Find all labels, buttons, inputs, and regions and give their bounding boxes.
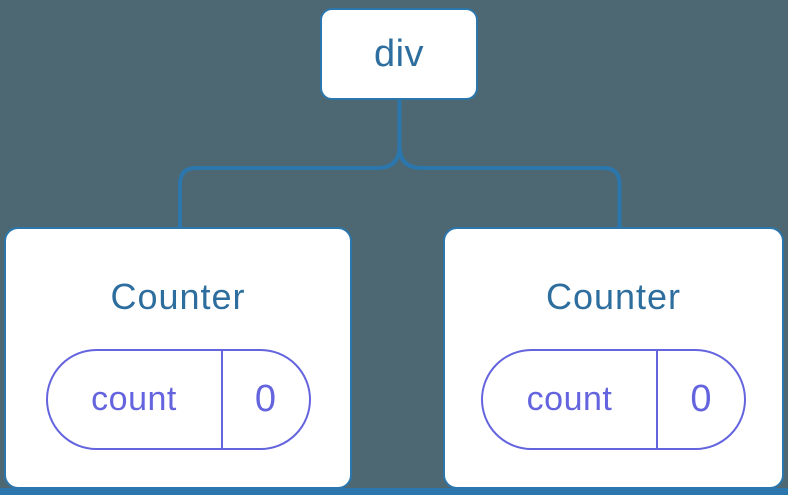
cropped-bottom-edge [0, 488, 788, 495]
connector-root-to-right-child [397, 100, 622, 227]
state-key: count [48, 351, 223, 448]
state-value: 0 [690, 378, 712, 420]
state-key: count [483, 351, 658, 448]
tree-node-root: div [320, 8, 478, 100]
node-label: Counter [110, 276, 246, 317]
root-node-label: div [373, 32, 425, 75]
tree-node-counter-left: Counter count 0 [4, 227, 352, 489]
state-pill: count 0 [481, 349, 746, 450]
tree-node-counter-right: Counter count 0 [443, 227, 784, 489]
connector-root-to-left-child [178, 100, 402, 227]
state-pill: count 0 [45, 349, 311, 450]
node-label: Counter [545, 276, 682, 317]
state-value: 0 [254, 378, 277, 420]
